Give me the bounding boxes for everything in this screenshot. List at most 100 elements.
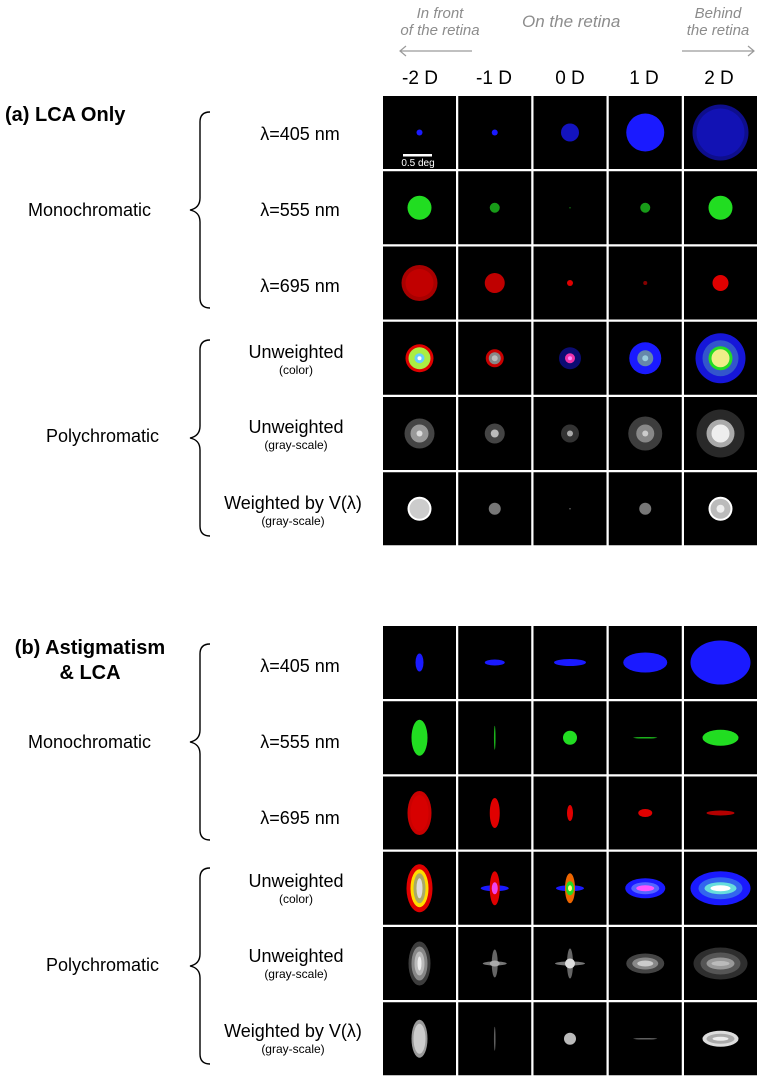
col-header-plus2: 2 D xyxy=(704,68,734,89)
psf-spot xyxy=(484,659,505,666)
psf-panel xyxy=(684,1002,757,1076)
row-label: Weighted by V(λ)(gray-scale) xyxy=(203,1021,383,1056)
psf-panel xyxy=(608,321,682,395)
section-a-title: (a) LCA Only xyxy=(5,104,126,126)
row-sub-text: (gray-scale) xyxy=(264,967,328,981)
psf-spot xyxy=(567,430,573,437)
psf-spot xyxy=(690,640,751,685)
psf-panel xyxy=(383,701,456,775)
psf-spot xyxy=(567,805,573,821)
psf-spot xyxy=(409,498,430,519)
group-b-poly-label: Polychromatic xyxy=(46,955,160,975)
row-label: Unweighted(color) xyxy=(206,342,386,377)
row-label: λ=405 nm xyxy=(210,656,390,677)
scale-bar xyxy=(403,154,432,157)
psf-panel xyxy=(383,927,456,1000)
psf-panel: 0.5 deg xyxy=(383,96,456,169)
psf-panel xyxy=(608,851,682,925)
psf-panel xyxy=(533,851,607,925)
row-label-text: Weighted by V(λ) xyxy=(224,1021,362,1041)
psf-panel xyxy=(608,472,682,546)
psf-spot xyxy=(416,430,423,437)
psf-spot xyxy=(711,198,730,217)
psf-grid-astig-svg xyxy=(383,626,757,1076)
row-label-text: Weighted by V(λ) xyxy=(224,493,362,513)
psf-spot xyxy=(415,653,424,672)
psf-spot xyxy=(554,659,586,666)
psf-panel xyxy=(684,321,757,395)
row-sub-text: (color) xyxy=(278,363,313,377)
row-label: λ=555 nm xyxy=(210,732,390,753)
psf-panel xyxy=(684,851,757,925)
psf-panel xyxy=(684,96,757,169)
row-label: Unweighted(gray-scale) xyxy=(206,946,386,981)
row-sub-text: (gray-scale) xyxy=(261,514,325,528)
psf-panel xyxy=(383,397,456,470)
psf-spot xyxy=(640,202,651,213)
psf-panel xyxy=(458,776,532,850)
header-behind: Behind the retina xyxy=(680,5,756,39)
psf-spot xyxy=(710,885,731,892)
row-label: Unweighted(gray-scale) xyxy=(206,417,386,452)
psf-panel xyxy=(533,96,607,169)
psf-panel xyxy=(533,776,607,850)
psf-spot xyxy=(414,723,425,752)
psf-spot xyxy=(417,956,422,971)
row-label-text: Unweighted xyxy=(248,946,344,966)
psf-panel xyxy=(458,96,532,169)
psf-spot xyxy=(565,958,575,969)
row-label-text: λ=405 nm xyxy=(260,656,340,676)
psf-spot xyxy=(561,123,579,142)
psf-panel xyxy=(533,626,607,699)
psf-panel xyxy=(684,701,757,775)
psf-spot xyxy=(633,736,658,739)
psf-spot xyxy=(626,113,665,152)
psf-panel xyxy=(533,1002,607,1076)
psf-spot xyxy=(484,273,505,293)
psf-spot xyxy=(696,108,745,157)
psf-panel xyxy=(533,397,607,470)
psf-spot xyxy=(491,355,498,362)
psf-panel xyxy=(458,171,532,245)
psf-panel xyxy=(608,246,682,320)
psf-spot xyxy=(568,885,572,892)
col-header-0: 0 D xyxy=(555,68,585,89)
psf-panel xyxy=(684,246,757,320)
psf-grid-lca: 0.5 deg xyxy=(383,96,757,546)
psf-panel xyxy=(383,171,456,245)
brace-a-mono-icon xyxy=(189,111,211,309)
psf-spot xyxy=(491,129,498,136)
psf-panel xyxy=(458,1002,532,1076)
psf-spot xyxy=(491,882,498,895)
in-front-line2: of the retina xyxy=(400,22,480,39)
psf-spot xyxy=(410,198,429,217)
psf-panel xyxy=(533,321,607,395)
psf-spot xyxy=(489,960,500,967)
psf-spot xyxy=(416,129,423,136)
psf-spot xyxy=(569,507,571,510)
section-b-title-line2: & LCA xyxy=(59,662,121,684)
row-label: λ=405 nm xyxy=(210,124,390,145)
psf-spot xyxy=(706,732,735,743)
psf-panel xyxy=(608,1002,682,1076)
psf-spot xyxy=(633,1037,658,1040)
psf-spot xyxy=(489,798,500,828)
psf-panel xyxy=(383,321,456,395)
psf-spot xyxy=(638,809,653,817)
psf-spot xyxy=(405,269,434,297)
row-sub-text: (gray-scale) xyxy=(261,1042,325,1056)
psf-panel xyxy=(458,246,532,320)
psf-panel xyxy=(533,701,607,775)
psf-spot xyxy=(493,725,496,750)
psf-panel xyxy=(608,701,682,775)
row-label: Unweighted(color) xyxy=(206,871,386,906)
section-b-title: (b) Astigmatism & LCA xyxy=(5,636,175,686)
row-label: λ=555 nm xyxy=(210,200,390,221)
psf-spot xyxy=(642,355,649,362)
psf-panel xyxy=(458,321,532,395)
row-sub-text: (gray-scale) xyxy=(264,438,328,452)
psf-spot xyxy=(490,429,499,438)
psf-spot xyxy=(488,502,501,515)
psf-spot xyxy=(712,1036,729,1041)
psf-spot xyxy=(706,810,735,816)
